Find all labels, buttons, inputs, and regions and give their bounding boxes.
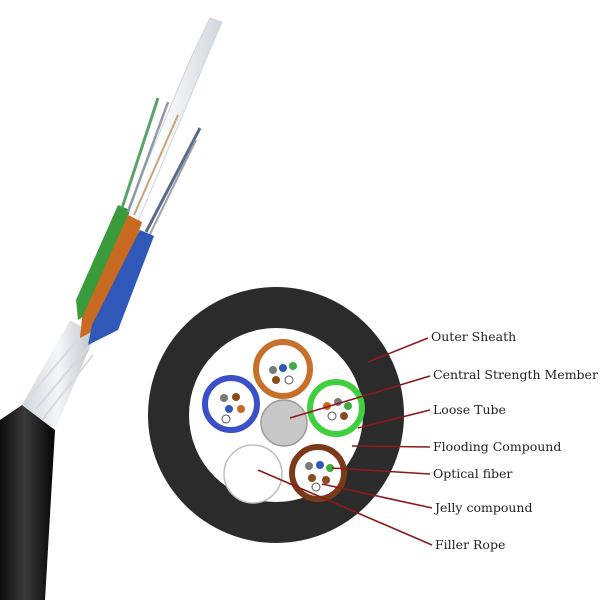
label-jelly-compound: Jelly compound	[435, 500, 533, 515]
orange-tube	[80, 215, 142, 338]
leader-filler-rope	[257, 469, 433, 546]
leader-optical-fiber	[331, 467, 431, 475]
leader-lines	[257, 337, 433, 546]
label-central-strength-member: Central Strength Member	[433, 367, 598, 382]
cable-cross-section	[148, 287, 404, 543]
leader-central-strength-member	[289, 375, 431, 419]
loose-tube-orange	[253, 339, 313, 399]
loose-tube-brown	[289, 444, 347, 502]
label-outer-sheath: Outer Sheath	[431, 329, 517, 344]
green-tube	[76, 205, 130, 320]
central-strength-member	[260, 399, 308, 447]
filler-rope	[223, 444, 283, 504]
cable-jacket	[0, 405, 55, 600]
label-flooding-compound: Flooding Compound	[433, 439, 562, 454]
leader-loose-tube	[357, 409, 431, 429]
label-loose-tube: Loose Tube	[433, 402, 506, 417]
label-filler-rope: Filler Rope	[435, 537, 506, 552]
leader-jelly-compound	[321, 483, 433, 509]
cable-side-view	[0, 17, 223, 600]
blue-tube	[88, 230, 154, 345]
loose-tube-blue	[202, 375, 260, 433]
loose-tube-green	[307, 379, 365, 437]
label-optical-fiber: Optical fiber	[433, 466, 513, 481]
leader-outer-sheath	[367, 337, 429, 363]
leader-flooding-compound	[351, 445, 431, 448]
